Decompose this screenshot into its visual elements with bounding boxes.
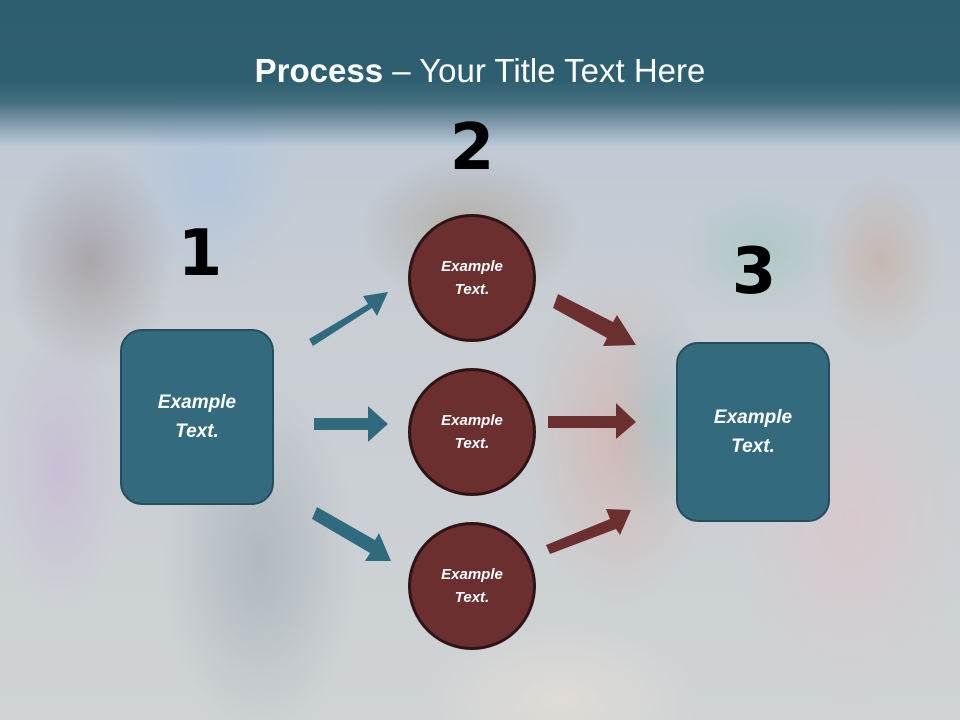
arrow-maroon-down-icon — [553, 294, 636, 346]
step-2a-circle[interactable]: Example Text. — [408, 214, 536, 342]
step-1-label: Example Text. — [157, 392, 237, 442]
arrow-maroon-up-icon — [546, 509, 631, 554]
step-3-box[interactable]: Example Text. — [676, 342, 830, 522]
step-1-box[interactable]: Example Text. — [120, 329, 274, 505]
step-2c-circle[interactable]: Example Text. — [408, 522, 536, 650]
circle-3-label: Example Text. — [441, 566, 503, 606]
step-number-3: 3 — [731, 235, 777, 309]
arrow-teal-right-icon — [314, 406, 388, 442]
arrow-teal-up-icon — [309, 292, 388, 346]
circle-2-label: Example Text. — [441, 412, 503, 452]
circle-1-label: Example Text. — [441, 258, 503, 298]
title-rest: – Your Title Text Here — [383, 52, 706, 89]
step-2b-circle[interactable]: Example Text. — [408, 368, 536, 496]
step-number-2: 2 — [449, 111, 495, 185]
step-3-label: Example Text. — [713, 407, 793, 457]
title-banner — [0, 0, 960, 146]
arrow-teal-down-icon — [312, 507, 391, 561]
slide-title: Process – Your Title Text Here — [0, 52, 960, 90]
step-number-1: 1 — [177, 217, 223, 291]
title-bold: Process — [254, 52, 384, 89]
arrow-maroon-right-icon — [548, 403, 636, 439]
